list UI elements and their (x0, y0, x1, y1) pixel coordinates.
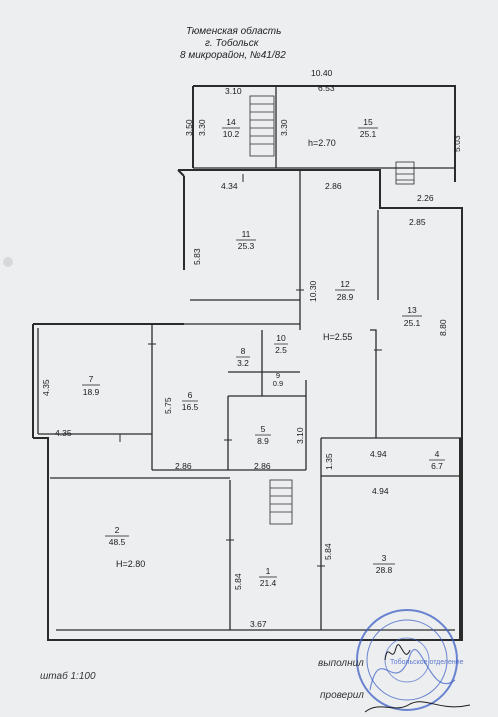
height-main: H=2.55 (323, 332, 352, 342)
dim-2-86-top: 2.86 (325, 181, 342, 191)
height-annex: h=2.70 (308, 138, 336, 148)
dim-2-85: 2.85 (409, 217, 426, 227)
room-3-number: 3 (382, 553, 387, 563)
dim-2-86-right: 2.86 (254, 461, 271, 471)
dim-3-67: 3.67 (250, 619, 267, 629)
dim-4-35-vertical: 4.35 (41, 379, 51, 396)
room-11-area: 25.3 (238, 241, 255, 251)
dim-5-84-right: 5.84 (323, 543, 333, 560)
room-8-area: 3.2 (237, 358, 249, 368)
room-13-number: 13 (407, 305, 417, 315)
dim-5-03: 5.03 (452, 135, 462, 152)
dim-1-35: 1.35 (324, 453, 334, 470)
room-9-area: 0.9 (273, 379, 283, 388)
dim-3-50: 3.50 (184, 119, 194, 136)
room-10-number: 10 (276, 333, 286, 343)
room-13-area: 25.1 (404, 318, 421, 328)
dim-3-10-mid: 3.10 (295, 427, 305, 444)
dim-5-83: 5.83 (192, 248, 202, 265)
dim-3-10-top: 3.10 (225, 86, 242, 96)
room-1-number: 1 (266, 566, 271, 576)
dim-8-80: 8.80 (438, 319, 448, 336)
signatures (364, 644, 471, 713)
binding-hole-mark (3, 257, 13, 267)
dim-4-34: 4.34 (221, 181, 238, 191)
room-11-number: 11 (242, 229, 251, 239)
room-15-number: 15 (363, 117, 373, 127)
room-12-number: 12 (340, 279, 350, 289)
room-14-area: 10.2 (223, 129, 240, 139)
room-1-area: 21.4 (260, 578, 277, 588)
header-city: г. Тобольск (205, 38, 259, 49)
room-6-number: 6 (188, 390, 193, 400)
room-2-area: 48.5 (109, 537, 126, 547)
room-5-area: 8.9 (257, 436, 269, 446)
official-stamp: Тобольское отделение (356, 609, 464, 711)
dim-4-94-bottom: 4.94 (372, 486, 389, 496)
dimension-ticks (119, 174, 382, 567)
room-8-number: 8 (241, 346, 246, 356)
dim-10-40: 10.40 (311, 68, 333, 78)
room-4-area: 6.7 (431, 461, 443, 471)
room-5-number: 5 (261, 424, 266, 434)
room-6-area: 16.5 (182, 402, 199, 412)
room-15-area: 25.1 (360, 129, 377, 139)
header-region: Тюменская область (186, 26, 282, 37)
room-9-number: 9 (276, 371, 280, 380)
room-label-dividers (82, 127, 445, 578)
dim-4-94-top: 4.94 (370, 449, 387, 459)
dimension-labels: 10.40 3.10 6.53 3.50 3.30 3.30 5.03 4.34… (41, 68, 462, 629)
performed-by-label: выполнил (318, 658, 364, 669)
room-14-number: 14 (226, 117, 236, 127)
dim-6-53: 6.53 (318, 83, 335, 93)
dim-4-35-horizontal: 4.35 (55, 428, 72, 438)
room-7-number: 7 (89, 374, 94, 384)
outer-walls (32, 85, 463, 641)
height-hall: H=2.80 (116, 559, 145, 569)
room-10-area: 2.5 (275, 345, 287, 355)
ceiling-heights: h=2.70 H=2.55 H=2.80 (116, 138, 352, 569)
dim-2-86-left: 2.86 (175, 461, 192, 471)
room-4-number: 4 (435, 449, 440, 459)
dim-2-26: 2.26 (417, 193, 434, 203)
room-3-area: 28.8 (376, 565, 393, 575)
dim-10-30: 10.30 (308, 280, 318, 302)
stamp-center-text: Тобольское отделение (390, 658, 464, 666)
room-12-area: 28.9 (337, 292, 354, 302)
scale-label: штаб 1:100 (40, 671, 96, 682)
interior-walls (37, 86, 462, 631)
dim-5-84-left: 5.84 (233, 573, 243, 590)
room-7-area: 18.9 (83, 387, 100, 397)
room-2-number: 2 (115, 525, 120, 535)
dim-3-30-left: 3.30 (197, 119, 207, 136)
header-address: 8 микрорайон, №41/82 (180, 50, 286, 61)
dim-5-75: 5.75 (163, 397, 173, 414)
dim-3-30-right: 3.30 (279, 119, 289, 136)
room-labels: 1 21.4 2 48.5 3 28.8 4 6.7 5 8.9 6 16.5 … (83, 117, 443, 588)
stairs (249, 95, 415, 525)
checked-by-label: проверил (320, 690, 364, 701)
